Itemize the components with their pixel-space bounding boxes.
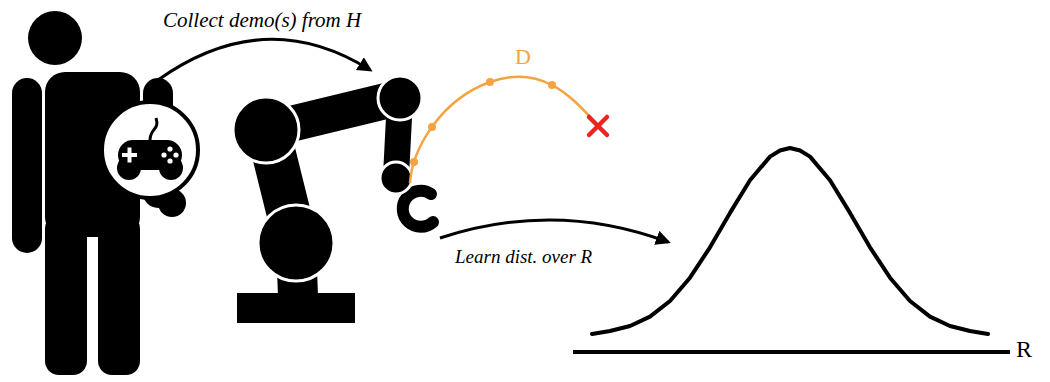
distribution-plot: [573, 148, 1010, 352]
arrow-label: Learn dist. over R: [455, 246, 592, 268]
arrow: [158, 39, 370, 80]
gamepad-badge: [102, 102, 198, 198]
axis-label: R: [1016, 336, 1032, 364]
arrow: [440, 220, 668, 242]
robot-arm: [233, 76, 433, 323]
trajectory-label: D: [515, 44, 531, 69]
arrow-label: Collect demo(s) from H: [163, 8, 361, 32]
trajectory: [410, 77, 607, 183]
